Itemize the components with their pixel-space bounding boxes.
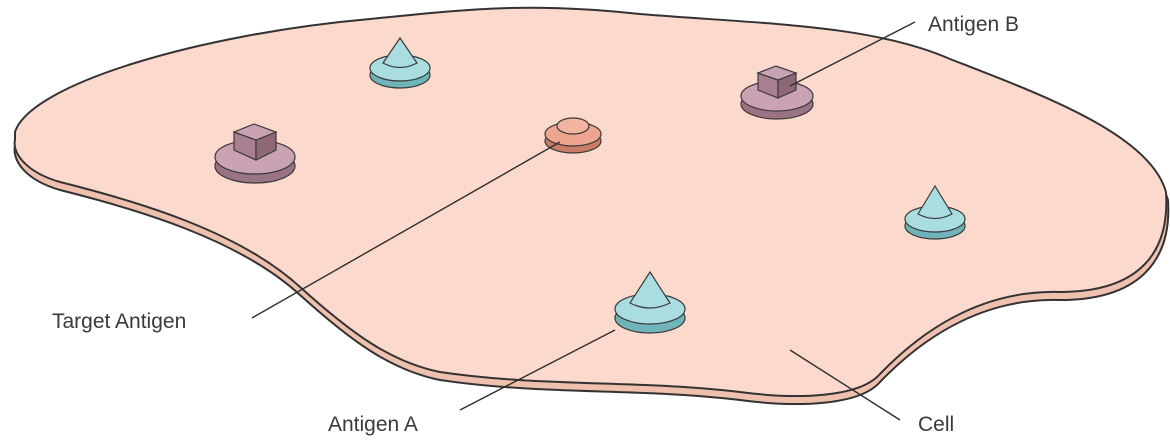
cell [15, 8, 1169, 404]
cell-surface [15, 8, 1167, 396]
antigen-a-label: Antigen A [328, 413, 418, 436]
antigen-b-label: Antigen B [928, 13, 1019, 36]
cell-label: Cell [918, 413, 954, 436]
target-antigen-label: Target Antigen [52, 310, 186, 333]
